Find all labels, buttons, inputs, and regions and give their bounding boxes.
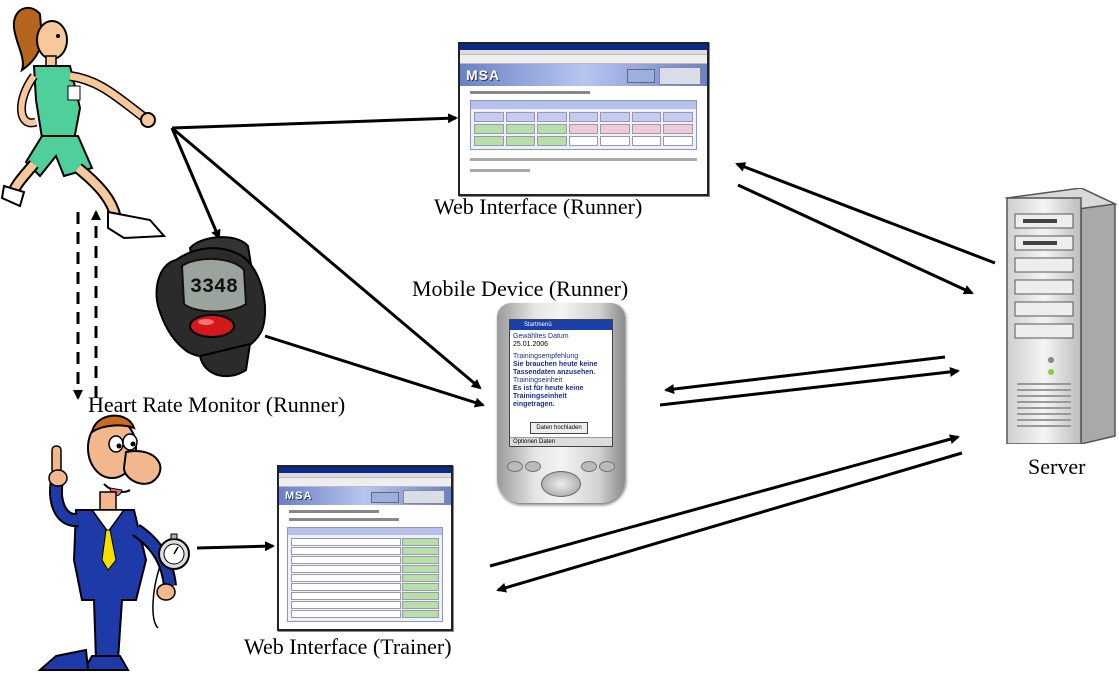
arrow-runner-to-web xyxy=(171,113,458,130)
mobile-device-pda: Startmenü Gewähltes Datum 25.01.2006 Tra… xyxy=(497,303,625,503)
pda-date-label: Gewähltes Datum xyxy=(513,333,569,340)
pda-upload-button[interactable]: Daten hochladen xyxy=(530,422,588,434)
arrow-trainer-web-to-server xyxy=(489,434,960,568)
pda-menu-bar: Optionen Daten xyxy=(510,437,612,446)
label-mobile-device: Mobile Device (Runner) xyxy=(412,276,629,301)
pda-hw-button-2[interactable] xyxy=(525,461,541,472)
pda-line1: Trainingsempfehlung xyxy=(513,353,579,360)
msa-logo-trainer: MSA xyxy=(285,490,313,502)
pda-screen: Startmenü Gewähltes Datum 25.01.2006 Tra… xyxy=(509,319,613,447)
arrow-server-to-trainer-web xyxy=(496,451,963,593)
server-icon xyxy=(1004,188,1118,444)
label-heart-rate-monitor: Heart Rate Monitor (Runner) xyxy=(88,392,346,417)
arrow-pda-to-server xyxy=(659,366,960,407)
arrow-runner-to-hrm xyxy=(170,127,221,240)
pda-hw-button-3[interactable] xyxy=(581,461,597,472)
pda-line3: Trainingseinheit xyxy=(513,377,563,384)
pda-hw-button-4[interactable] xyxy=(599,461,615,472)
arrow-hrm-to-pda xyxy=(264,334,485,408)
web-interface-runner-screenshot: MSA xyxy=(458,42,709,196)
arrow-runner-to-pda xyxy=(171,126,482,390)
arrow-trainer-to-web xyxy=(196,541,275,552)
pda-dpad[interactable] xyxy=(541,471,581,497)
pda-date-value: 25.01.2006 xyxy=(513,341,549,348)
msa-logo: MSA xyxy=(466,67,501,83)
label-web-interface-runner: Web Interface (Runner) xyxy=(434,194,643,219)
pda-line2: Sie brauchen heute keine Tassendaten anz… xyxy=(513,361,598,376)
label-web-interface-trainer: Web Interface (Trainer) xyxy=(244,634,452,659)
arrow-server-to-web xyxy=(735,162,996,265)
web-interface-trainer-screenshot: MSA xyxy=(277,465,453,631)
label-server: Server xyxy=(1028,454,1086,479)
pda-line4: Es ist für heute keine Trainingseinheit … xyxy=(513,385,584,408)
pda-title-bar: Startmenü xyxy=(510,320,612,330)
arrow-server-to-pda xyxy=(664,355,946,395)
arrow-web-to-server xyxy=(737,183,974,295)
pda-hw-button-1[interactable] xyxy=(507,461,523,472)
watch-display: 3348 xyxy=(190,276,238,299)
